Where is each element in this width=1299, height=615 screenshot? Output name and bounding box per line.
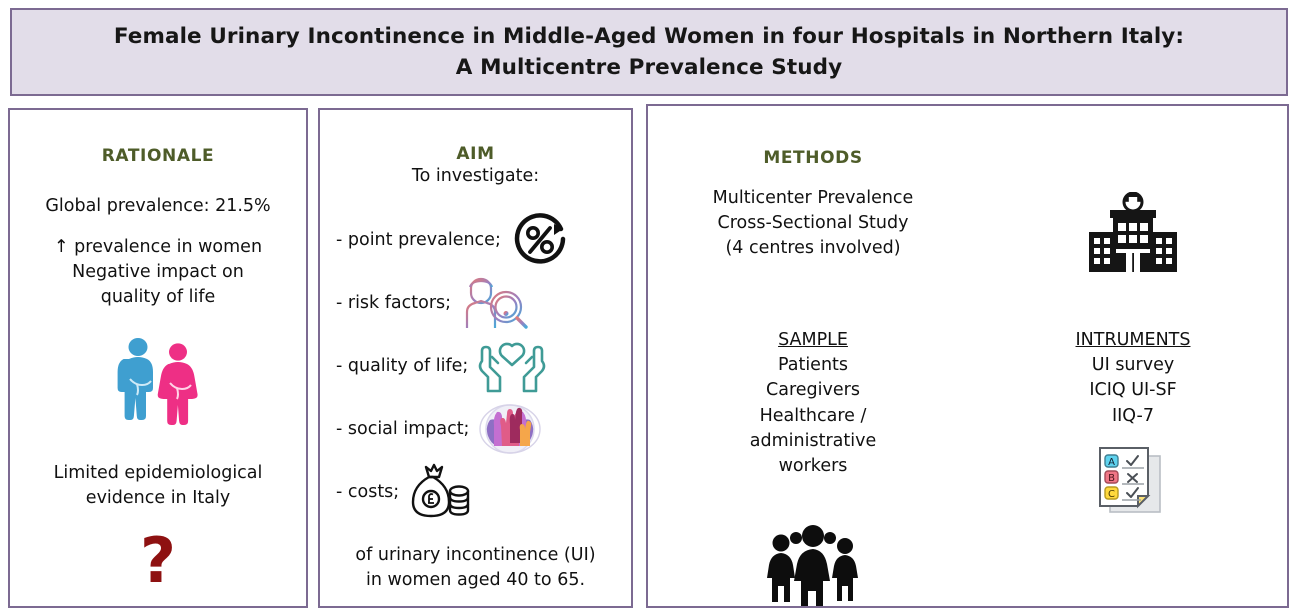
methods-sample-item-3: administrative	[749, 430, 877, 451]
aim-item-label-3: - social impact;	[336, 418, 470, 439]
methods-sample-item-1: Caregivers	[766, 380, 860, 401]
rationale-point-1: Negative impact on	[72, 261, 244, 282]
methods-sample-item-4: workers	[778, 455, 848, 476]
aim-item-label-0: - point prevalence;	[336, 229, 501, 250]
svg-text:C: C	[1108, 489, 1115, 500]
hospital-building-icon	[978, 192, 1288, 274]
aim-item-label-1: - risk factors;	[336, 292, 452, 313]
aim-footer-line-1: of urinary incontinence (UI)	[355, 545, 596, 565]
raised-hands-globe-icon	[477, 398, 543, 460]
rationale-heading: RATIONALE	[101, 146, 215, 166]
rationale-limited-line-0: Limited epidemiological	[53, 463, 263, 484]
rationale-panel: RATIONALE Global prevalence: 21.5% ↑ pre…	[8, 108, 308, 608]
money-bag-coins-icon	[407, 461, 479, 523]
svg-text:B: B	[1108, 473, 1115, 484]
aim-item-point-prevalence: - point prevalence;	[336, 208, 631, 271]
methods-instruments-heading: INTRUMENTS	[1075, 330, 1191, 350]
aim-item-label-4: - costs;	[336, 481, 400, 502]
methods-sample-block: SAMPLE Patients Caregivers Healthcare / …	[648, 328, 978, 479]
aim-footer-line-2: in women aged 40 to 65.	[365, 569, 586, 590]
methods-sample-item-0: Patients	[777, 355, 849, 376]
methods-instruments-item-0: UI survey	[1091, 355, 1175, 376]
rationale-point-2: quality of life	[100, 286, 216, 307]
question-mark-icon: ?	[20, 525, 296, 597]
questionnaire-checklist-icon: A B C	[978, 444, 1288, 520]
question-mark-glyph: ?	[140, 524, 176, 598]
methods-design: Multicenter Prevalence Cross-Sectional S…	[648, 186, 978, 261]
methods-heading: METHODS	[763, 148, 863, 168]
methods-sample-item-2: Healthcare /	[759, 405, 867, 426]
aim-heading: AIM	[456, 144, 495, 164]
methods-design-line-2: (4 centres involved)	[725, 237, 901, 258]
percent-circle-icon	[509, 211, 571, 269]
rationale-limited-line-1: evidence in Italy	[85, 488, 231, 509]
aim-footer: of urinary incontinence (UI) in women ag…	[320, 543, 631, 592]
group-of-people-icon	[648, 516, 978, 606]
aim-item-risk-factors: - risk factors;	[336, 271, 631, 334]
methods-instruments-item-2: IIQ-7	[1111, 405, 1155, 426]
aim-item-social-impact: - social impact;	[336, 397, 631, 460]
aim-subheading: To investigate:	[411, 166, 540, 186]
methods-design-line-0: Multicenter Prevalence	[712, 188, 914, 208]
poster-title-line-1: Female Urinary Incontinence in Middle-Ag…	[113, 23, 1185, 49]
heart-in-hands-icon	[476, 335, 548, 397]
poster-title-banner: Female Urinary Incontinence in Middle-Ag…	[10, 8, 1288, 96]
methods-sample-heading: SAMPLE	[778, 330, 848, 350]
methods-instruments-item-1: ICIQ UI-SF	[1089, 380, 1177, 401]
male-female-urgency-icon	[20, 335, 296, 431]
methods-instruments-block: INTRUMENTS UI survey ICIQ UI-SF IIQ-7	[978, 328, 1288, 429]
aim-item-costs: - costs;	[336, 460, 631, 523]
person-magnifier-alert-icon	[459, 272, 537, 334]
aim-item-quality-of-life: - quality of life;	[336, 334, 631, 397]
aim-item-label-2: - quality of life;	[336, 355, 469, 376]
svg-text:A: A	[1108, 457, 1115, 468]
aim-item-list: - point prevalence; - risk factors;	[320, 208, 631, 523]
poster-title-line-2: A Multicentre Prevalence Study	[455, 55, 843, 80]
rationale-point-0: ↑ prevalence in women	[53, 236, 263, 257]
aim-panel: AIM To investigate: - point prevalence;	[318, 108, 633, 608]
methods-design-line-1: Cross-Sectional Study	[717, 212, 909, 233]
rationale-global-prevalence: Global prevalence: 21.5%	[45, 196, 271, 216]
methods-panel: METHODS Multicenter Prevalence Cross-Sec…	[646, 104, 1289, 608]
